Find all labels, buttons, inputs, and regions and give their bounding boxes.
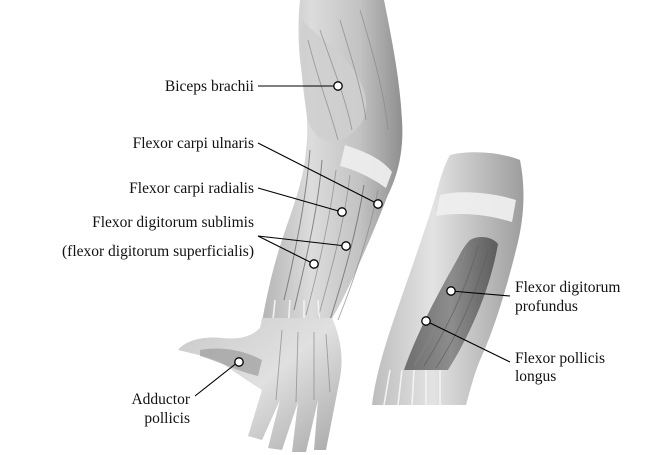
marker-fcu — [374, 200, 382, 208]
right-forearm-illustration — [372, 152, 523, 405]
left-hand-silhouette — [178, 318, 342, 452]
marker-fpl — [422, 317, 430, 325]
label-adductor-line1: Adductor — [131, 391, 190, 408]
marker-fds-b — [310, 260, 318, 268]
label-fds-line2: (flexor digitorum superficialis) — [62, 243, 254, 260]
label-biceps-brachii: Biceps brachii — [165, 78, 255, 95]
leader-adductor — [195, 362, 238, 396]
marker-fds-a — [342, 242, 350, 250]
label-fdp-line1: Flexor digitorum — [515, 279, 620, 296]
label-fpl-line2: longus — [515, 368, 556, 385]
label-adductor-line2: pollicis — [144, 410, 190, 427]
label-fpl-line1: Flexor pollicis — [515, 350, 605, 367]
marker-fdp — [447, 287, 455, 295]
label-flexor-carpi-radialis: Flexor carpi radialis — [129, 180, 254, 197]
marker-biceps — [334, 82, 342, 90]
marker-fcr — [338, 208, 346, 216]
label-flexor-carpi-ulnaris: Flexor carpi ulnaris — [133, 135, 254, 152]
label-fdp-line2: profundus — [515, 298, 578, 315]
label-fds-line1: Flexor digitorum sublimis — [92, 214, 254, 231]
marker-adductor — [235, 358, 243, 366]
